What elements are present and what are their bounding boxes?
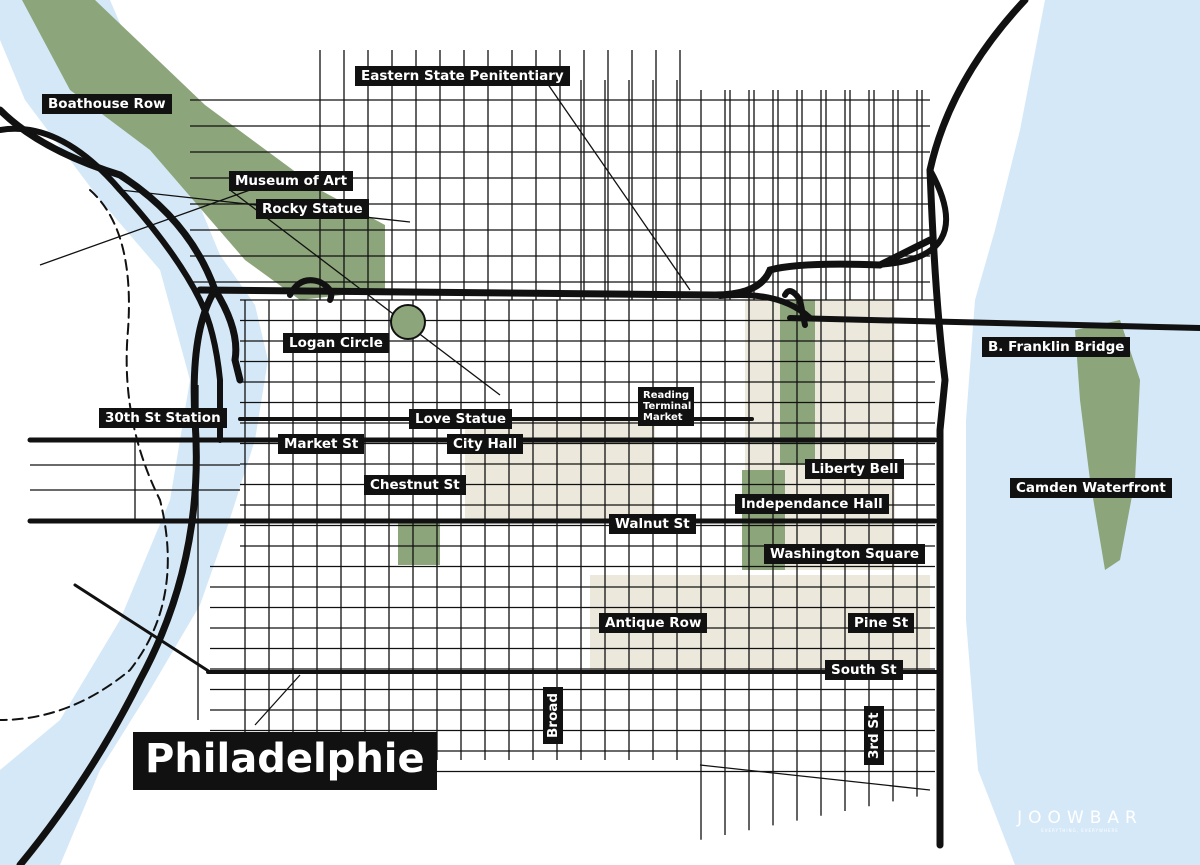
label-reading-terminal: Reading Terminal Market — [638, 387, 694, 426]
park-rittenhouse — [398, 520, 440, 565]
park-camden — [1075, 320, 1140, 570]
label-3rd-st: 3rd St — [864, 706, 884, 765]
label-rocky-statue: Rocky Statue — [256, 199, 369, 219]
label-eastern-state: Eastern State Penitentiary — [355, 66, 570, 86]
label-pine-st: Pine St — [848, 613, 915, 633]
label-camden-waterfront: Camden Waterfront — [1010, 478, 1172, 498]
label-broad: Broad — [543, 687, 563, 744]
label-market-st: Market St — [278, 434, 365, 454]
label-boathouse-row: Boathouse Row — [42, 94, 172, 114]
label-chestnut-st: Chestnut St — [364, 475, 466, 495]
logo-name: JOOWBAR — [1017, 808, 1143, 828]
park-parkway — [22, 0, 385, 300]
schuylkill-expressway-north — [0, 106, 244, 384]
schuylkill-river — [0, 0, 268, 865]
street-diagonal — [39, 189, 251, 266]
label-liberty-bell: Liberty Bell — [805, 459, 905, 479]
label-love-statue: Love Statue — [409, 409, 513, 429]
western-road — [0, 125, 223, 443]
delaware-river — [966, 0, 1200, 865]
label-city-hall: City Hall — [447, 434, 524, 454]
schuylkill-expressway-south — [16, 286, 219, 865]
map-title: Philadelphie — [133, 732, 437, 790]
logo-tagline: EVERYTHING, EVERYWHERE — [1041, 828, 1119, 833]
label-logan-circle: Logan Circle — [283, 333, 389, 353]
joowbar-logo: JOOWBAR EVERYTHING, EVERYWHERE — [1010, 808, 1150, 833]
bridge-loop — [782, 288, 808, 328]
street-horizontal — [699, 764, 931, 791]
franklin-bridge-road — [787, 315, 1200, 331]
diagonal-rail — [73, 583, 212, 674]
label-antique-row: Antique Row — [599, 613, 708, 633]
label-washington-square: Washington Square — [764, 544, 926, 564]
label-franklin-bridge: B. Franklin Bridge — [982, 337, 1131, 357]
label-museum-of-art: Museum of Art — [229, 171, 354, 191]
label-independance-hall: Independance Hall — [735, 494, 889, 514]
label-walnut-st: Walnut St — [609, 514, 696, 534]
logan-circle-shape — [390, 304, 426, 340]
label-south-st: South St — [825, 660, 903, 680]
logan-loop — [287, 277, 335, 303]
railway-dashed — [0, 189, 169, 721]
street-diagonal — [254, 674, 301, 726]
street-diagonal — [544, 79, 691, 291]
label-30th-st-station: 30th St Station — [99, 408, 227, 428]
i95-ramp — [872, 167, 949, 268]
